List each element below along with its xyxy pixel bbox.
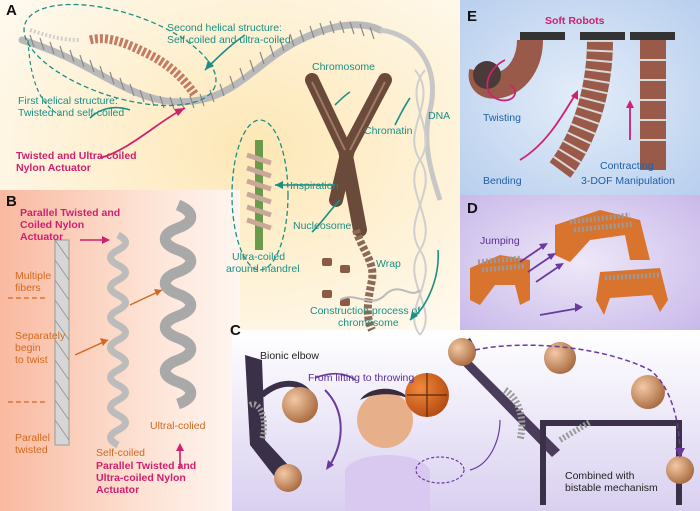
label-separately-2: begin	[15, 342, 41, 354]
label-bionic-elbow: Bionic elbow	[260, 350, 319, 362]
label-self-coiled: Self-coiled	[96, 447, 146, 459]
chromosome-texture	[311, 81, 386, 151]
label-separately-3: to twist	[15, 354, 48, 366]
chromatin-fiber	[352, 228, 377, 332]
panel-label-c: C	[230, 322, 241, 339]
player-body	[345, 455, 430, 511]
throw-coil	[502, 387, 526, 441]
label-second-helical-2: Self-coiled and ultra-coiled	[167, 34, 291, 46]
ball-high	[631, 375, 665, 409]
throwing-arm	[448, 345, 560, 457]
label-construction-2: chromosome	[338, 317, 399, 329]
mount-3	[630, 32, 675, 40]
panel-b-background	[0, 190, 240, 511]
mount-2	[580, 32, 625, 40]
label-wrap: Wrap	[376, 258, 401, 270]
label-soft-robots: Soft Robots	[545, 15, 605, 27]
label-chromatin: Chromatin	[364, 125, 413, 137]
panel-b-actuators	[54, 199, 197, 449]
dashed-ellipse-elbow	[415, 456, 465, 484]
elbow-coil	[248, 401, 268, 441]
wrap-strand	[339, 288, 421, 302]
mount-1	[520, 32, 565, 40]
label-ultra-coiled-2: around mandrel	[226, 263, 300, 275]
bend-arrow	[519, 94, 576, 161]
helix-right-tail	[379, 27, 443, 201]
stand-left	[540, 420, 546, 505]
player-head	[357, 392, 413, 448]
label-inspiration: Inspiration	[290, 180, 339, 192]
label-twisting: Twisting	[483, 112, 521, 124]
label-parallel-ultra-2: Ultra-coiled Nylon	[96, 472, 186, 484]
label-separately: Separately	[15, 330, 66, 342]
nucleosomes	[322, 258, 350, 306]
ball-low	[274, 464, 302, 492]
label-parallel-ultra: Parallel Twisted and	[96, 460, 197, 472]
jump-arrows	[519, 244, 581, 316]
bionic-elbow-arm	[245, 355, 300, 490]
label-twisted-ultra: Twisted and Ultra-coiled	[16, 150, 137, 162]
label-multiple: Multiple	[15, 270, 52, 282]
label-construction: Construction process of	[310, 305, 421, 317]
panel-d-robots	[470, 210, 668, 316]
label-nucleosome: Nucleosome	[293, 220, 352, 232]
arc-arrow-c1	[324, 389, 342, 466]
panel-b-dashed-lines	[8, 297, 48, 403]
ultra-coiled-actuator	[159, 199, 197, 410]
ball-launch	[448, 338, 476, 366]
thin-helix-segment	[29, 28, 81, 42]
label-contracting: Contracting	[600, 160, 654, 172]
label-parallel-twisted-2: twisted	[15, 444, 48, 456]
label-parallel-coiled: Parallel Twisted and	[20, 207, 121, 219]
contracting-robot	[640, 40, 666, 170]
label-twisted-ultra-2: Nylon Actuator	[16, 162, 91, 174]
label-lifting: From lifting to throwing	[308, 372, 415, 384]
dashed-ellipse-top	[23, 3, 217, 107]
label-ultra-colied: Ultral-colied	[150, 420, 206, 432]
label-manipulation: 3-DOF Manipulation	[581, 175, 675, 187]
label-chromosome: Chromosome	[312, 61, 376, 73]
label-jumping: Jumping	[480, 235, 520, 247]
helix-large-rungs	[29, 20, 375, 110]
label-dna: DNA	[428, 110, 451, 122]
ball-landing	[666, 456, 694, 484]
label-parallel-ultra-3: Actuator	[96, 484, 140, 496]
panel-e-robots	[468, 32, 675, 178]
ball-lift	[282, 387, 318, 423]
panel-c-graphics	[245, 338, 694, 511]
coiled-nylon-segment	[88, 34, 199, 98]
label-combined: Combined with	[565, 470, 635, 482]
mandrel-rod	[255, 140, 263, 250]
self-coiled-actuator	[107, 231, 129, 449]
dashed-ellipse-mandrel	[231, 119, 289, 271]
parallel-twisted-fiber	[54, 239, 70, 446]
trajectory-arc	[474, 344, 681, 456]
panel-label-d: D	[467, 200, 478, 217]
label-bending: Bending	[483, 175, 522, 187]
label-ultra-coiled: Ultra-coiled	[232, 251, 286, 263]
panel-label-e: E	[467, 8, 478, 25]
panel-a-arrowheads	[205, 60, 418, 320]
label-parallel-coiled-2: Coiled Nylon	[20, 219, 85, 231]
twist-arrow	[486, 59, 517, 102]
label-multiple-2: fibers	[15, 282, 41, 294]
stand-top	[540, 420, 680, 426]
mandrel-coils	[246, 152, 272, 231]
label-first-helical-2: Twisted and self-coiled	[18, 107, 125, 119]
label-parallel-coiled-3: Actuator	[20, 231, 64, 243]
label-combined-2: bistable mechanism	[565, 482, 658, 494]
ball-midair	[544, 342, 576, 374]
panel-label-b: B	[6, 193, 17, 210]
label-parallel-twisted: Parallel	[15, 432, 51, 444]
label-second-helical: Second helical structure:	[167, 22, 282, 34]
panel-label-a: A	[6, 2, 17, 19]
label-first-helical: First helical structure:	[18, 95, 118, 107]
